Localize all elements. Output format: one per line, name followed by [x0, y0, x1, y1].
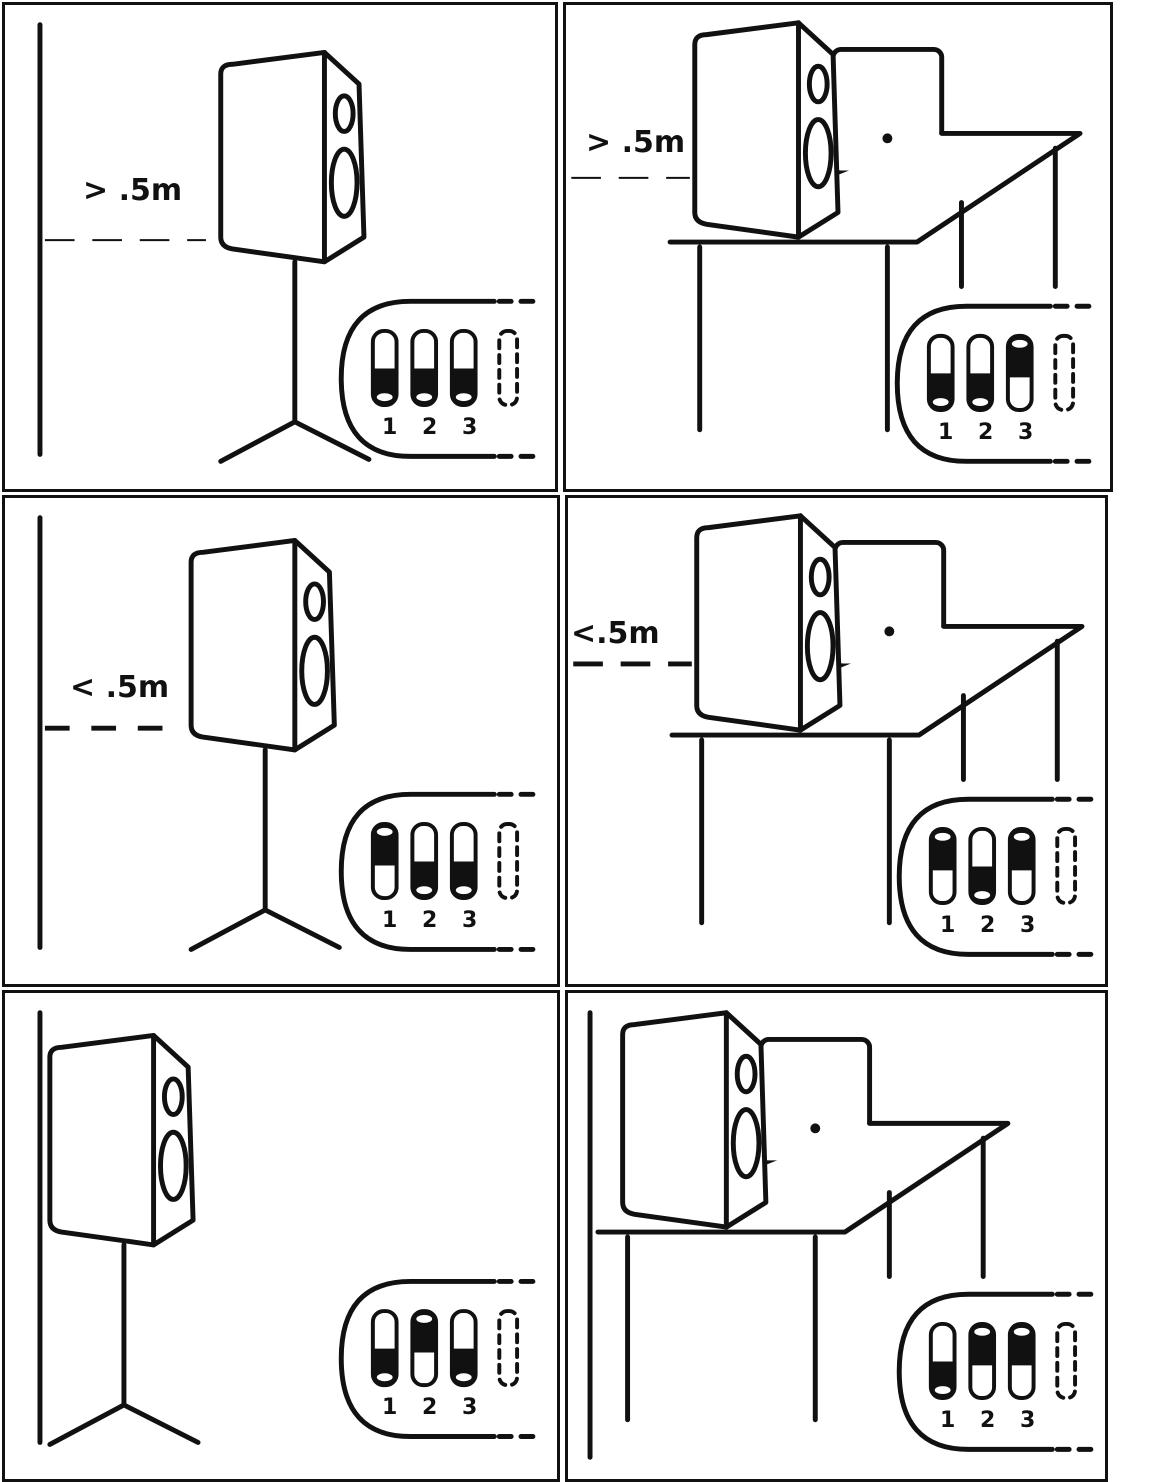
panel-illustration — [573, 513, 1100, 957]
switch-highlight — [934, 832, 951, 841]
switch-panel-outline — [338, 298, 497, 459]
switch-number: 2 — [980, 913, 996, 938]
distance-label: > .5m — [586, 125, 686, 160]
speaker-body — [188, 538, 337, 753]
speaker-body — [620, 1010, 769, 1230]
switch-number: 2 — [422, 908, 438, 933]
switch-panel-outline — [896, 796, 1055, 957]
tweeter-icon — [808, 556, 832, 598]
switch-highlight — [934, 1386, 951, 1395]
switch-number: 2 — [422, 415, 438, 440]
switch-number: 3 — [462, 908, 478, 933]
switch-number: 1 — [382, 908, 398, 933]
woofer-icon — [158, 1129, 189, 1202]
panel-illustration — [587, 1010, 1100, 1460]
switch-highlight — [416, 393, 433, 402]
panel-illustration — [37, 1010, 542, 1447]
switch-number: 2 — [422, 1395, 438, 1420]
monitor-camera-icon — [884, 626, 895, 637]
switch-panel-outline — [338, 1278, 497, 1439]
switch-panel-dashed-edge — [1052, 303, 1098, 464]
panel-illustration — [37, 22, 542, 464]
monitor-camera-icon — [810, 1123, 821, 1134]
tweeter-icon — [734, 1053, 758, 1095]
distance-label: <.5m — [571, 616, 660, 651]
switch-highlight — [1013, 1327, 1030, 1336]
switch-number: 1 — [938, 420, 954, 445]
empty-switch-slot — [1055, 826, 1078, 905]
switch-panel-dashed-edge — [496, 791, 542, 952]
distance-label: > .5m — [83, 173, 183, 208]
switch-highlight — [455, 393, 472, 402]
tweeter-icon — [161, 1076, 185, 1117]
tweeter-icon — [806, 63, 830, 105]
switch-highlight — [455, 886, 472, 895]
empty-switch-slot — [497, 328, 520, 408]
empty-switch-slot — [497, 1309, 520, 1388]
woofer-icon — [328, 146, 360, 219]
empty-switch-slot — [1053, 333, 1076, 412]
switch-number: 3 — [462, 415, 478, 440]
switch-number: 1 — [382, 1395, 398, 1420]
empty-switch-slot — [1055, 1321, 1078, 1400]
tweeter-icon — [332, 93, 356, 134]
monitor-camera-icon — [882, 133, 893, 144]
woofer-icon — [802, 117, 834, 190]
woofer-icon — [299, 634, 330, 707]
switch-highlight — [416, 886, 433, 895]
speaker-body — [694, 513, 843, 733]
switch-highlight — [416, 1315, 433, 1323]
speaker-body — [692, 20, 841, 240]
switch-number: 3 — [1018, 420, 1034, 445]
desk-legs — [625, 1135, 986, 1423]
empty-switch-slot — [497, 822, 520, 901]
distance-label: < .5m — [70, 670, 170, 705]
switch-panel-dashed-edge — [1054, 1291, 1100, 1452]
switch-highlight — [972, 398, 989, 407]
desk-legs — [699, 638, 1060, 926]
switch-panel-dashed-edge — [496, 298, 542, 459]
speaker-body — [218, 49, 367, 265]
switch-highlight — [1011, 339, 1028, 348]
switch-panel-outline — [894, 303, 1053, 464]
switch-highlight — [974, 891, 991, 900]
switch-number: 3 — [1020, 1408, 1036, 1433]
panel-illustration — [571, 20, 1098, 464]
switch-number: 1 — [940, 913, 956, 938]
switch-panel-dashed-edge — [496, 1278, 542, 1439]
switch-number: 3 — [1020, 913, 1036, 938]
switch-panel-dashed-edge — [1054, 796, 1100, 957]
desk-legs — [697, 145, 1058, 433]
stand-tripod — [47, 1402, 201, 1447]
woofer-icon — [804, 610, 836, 683]
woofer-icon — [730, 1107, 762, 1180]
speaker-body — [47, 1033, 196, 1248]
switch-highlight — [974, 1327, 991, 1336]
switch-number: 2 — [978, 420, 994, 445]
switch-highlight — [932, 398, 949, 407]
switch-number: 1 — [382, 415, 398, 440]
tweeter-icon — [303, 581, 326, 622]
switch-panel-outline — [896, 1291, 1055, 1452]
switch-highlight — [1013, 832, 1030, 841]
stand-tripod — [218, 419, 372, 464]
stand-tripod — [188, 907, 342, 952]
panel-illustration — [37, 515, 542, 952]
switch-number: 2 — [980, 1408, 996, 1433]
switch-highlight — [376, 1373, 393, 1382]
switch-highlight — [376, 827, 393, 836]
switch-highlight — [376, 393, 393, 402]
switch-number: 3 — [462, 1395, 478, 1420]
switch-panel-outline — [338, 791, 497, 952]
switch-number: 1 — [940, 1408, 956, 1433]
switch-highlight — [455, 1373, 472, 1382]
